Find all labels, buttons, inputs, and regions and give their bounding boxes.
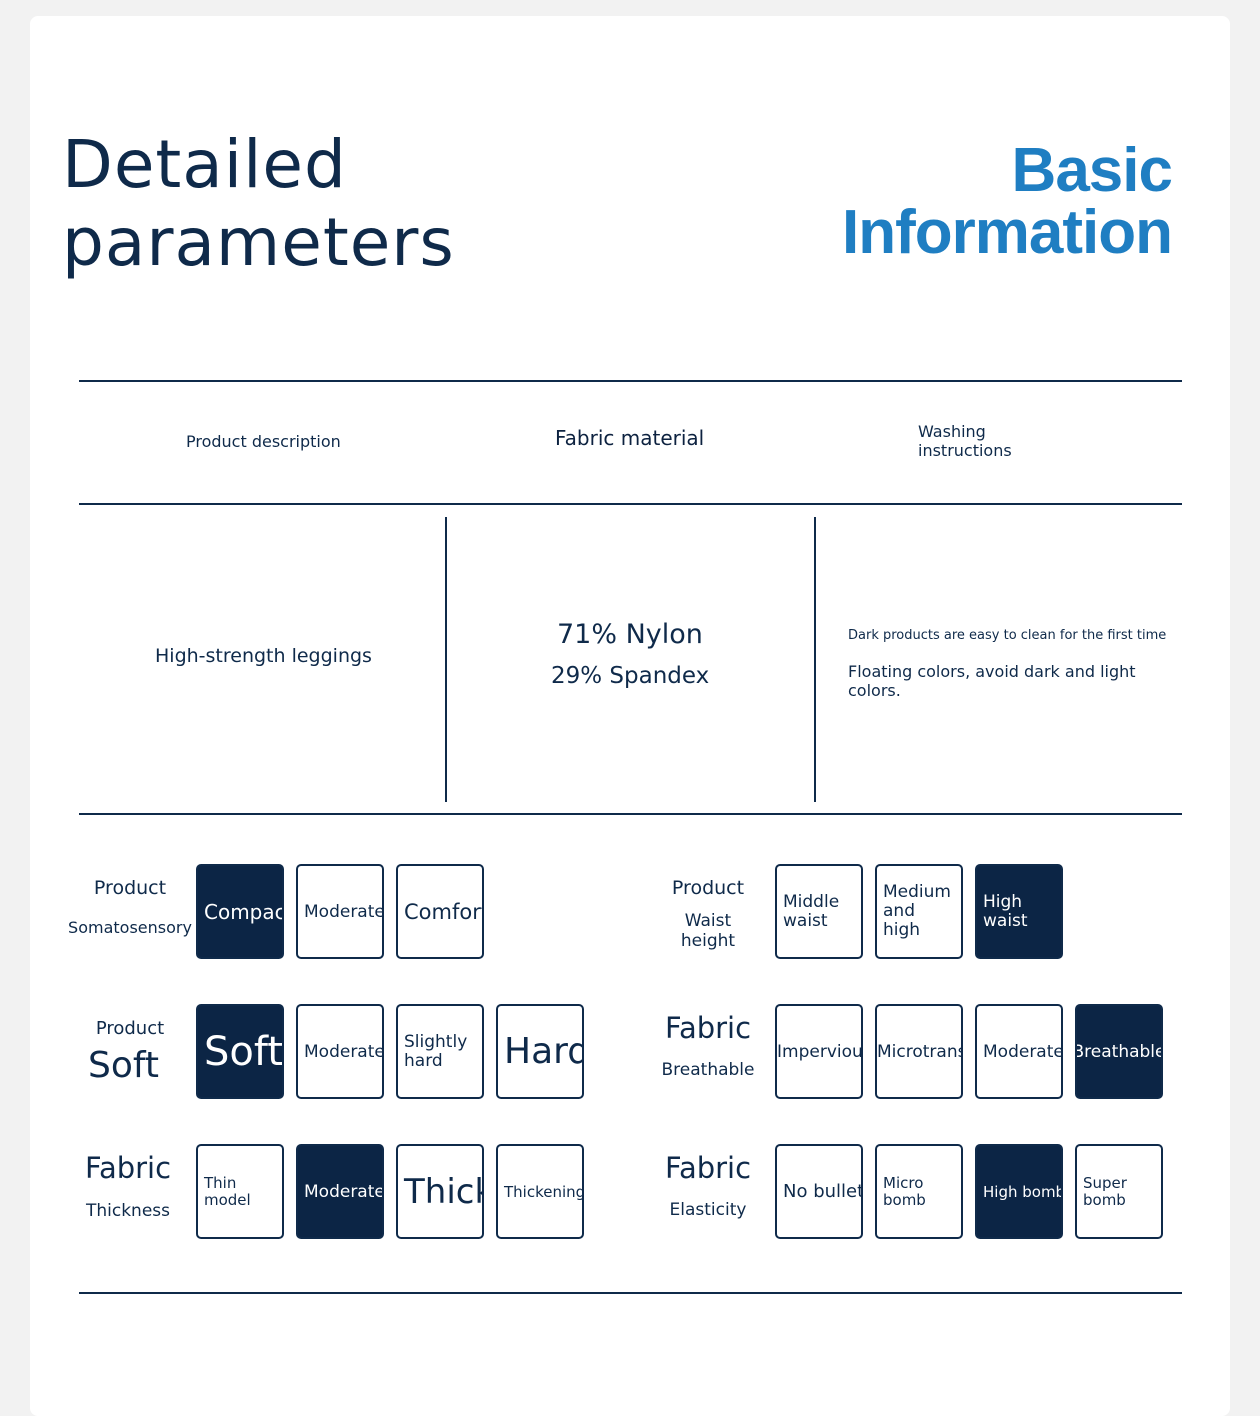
option-moderate-soft: Moderate [296,1004,384,1099]
column-divider-1 [445,517,447,802]
table-top-rule [79,380,1182,382]
label-thickness-line2: Thickness [85,1201,171,1221]
option-thickening: Thickening [496,1144,584,1239]
value-washing-note1: Dark products are easy to clean for the … [848,628,1167,643]
label-waist-line2: Waist [684,911,732,931]
option-compact: Compact [196,864,284,959]
value-material-spandex: 29% Spandex [551,663,710,689]
label-elasticity-line2: Elasticity [669,1200,747,1220]
value-product-description: High-strength leggings [155,645,372,667]
label-somatosensory-line1: Product [93,877,167,899]
table-bottom-rule [79,813,1182,815]
table-header-rule [79,503,1182,505]
option-thick: Thick [396,1144,484,1239]
label-breathable-line2: Breathable [661,1060,755,1080]
option-hard: Hard [496,1004,584,1099]
header-washing-line1: Washing [918,422,986,441]
page-title-line2: parameters [62,204,455,281]
option-moderate-fit: Moderate [296,864,384,959]
header-washing-line2: instructions [918,441,1012,460]
option-impervious: Impervious [775,1004,863,1099]
option-moderate-breath: Moderate [975,1004,1063,1099]
option-medium-high: Medium and high [875,864,963,959]
label-breathable-line1: Fabric [664,1011,752,1045]
page-title: Detailed parameters [62,126,455,282]
option-moderate-thick: Moderate [296,1144,384,1239]
option-high-bomb: High bomb [975,1144,1063,1239]
option-thin-model: Thin model [196,1144,284,1239]
label-somatosensory-line2: Somatosensory [68,918,192,937]
option-high-waist: High waist [975,864,1063,959]
option-comfort: Comfort [396,864,484,959]
option-soft: Soft [196,1004,284,1099]
section-subtitle: Basic Information [772,140,1173,267]
label-soft-line2: Soft [88,1045,160,1086]
page-title-line1: Detailed [62,126,347,203]
value-washing-note2: Floating colors, avoid dark and light co… [848,662,1136,700]
label-elasticity-line1: Fabric [664,1151,752,1185]
option-microtransparent: Microtransparent [875,1004,963,1099]
column-divider-2 [814,517,816,802]
option-no-bullet: No bullet [775,1144,863,1239]
option-middle-waist: Middle waist [775,864,863,959]
header-washing-instructions: Washing instructions [918,422,1012,460]
section-subtitle-line1: Basic [1011,136,1173,205]
label-waist-line1: Product [671,877,745,899]
option-micro-bomb: Micro bomb [875,1144,963,1239]
params-bottom-rule [79,1292,1182,1294]
header-fabric-material: Fabric material [555,426,705,450]
value-material-nylon: 71% Nylon [557,619,703,650]
label-thickness-line1: Fabric [84,1151,172,1185]
option-super-bomb: Super bomb [1075,1144,1163,1239]
option-breathable: Breathable [1075,1004,1163,1099]
option-slightly-hard: Slightly hard [396,1004,484,1099]
label-waist-line3: height [680,931,736,951]
section-subtitle-line2: Information [842,198,1173,267]
header-product-description: Product description [186,432,341,451]
label-soft-line1: Product [95,1018,165,1039]
